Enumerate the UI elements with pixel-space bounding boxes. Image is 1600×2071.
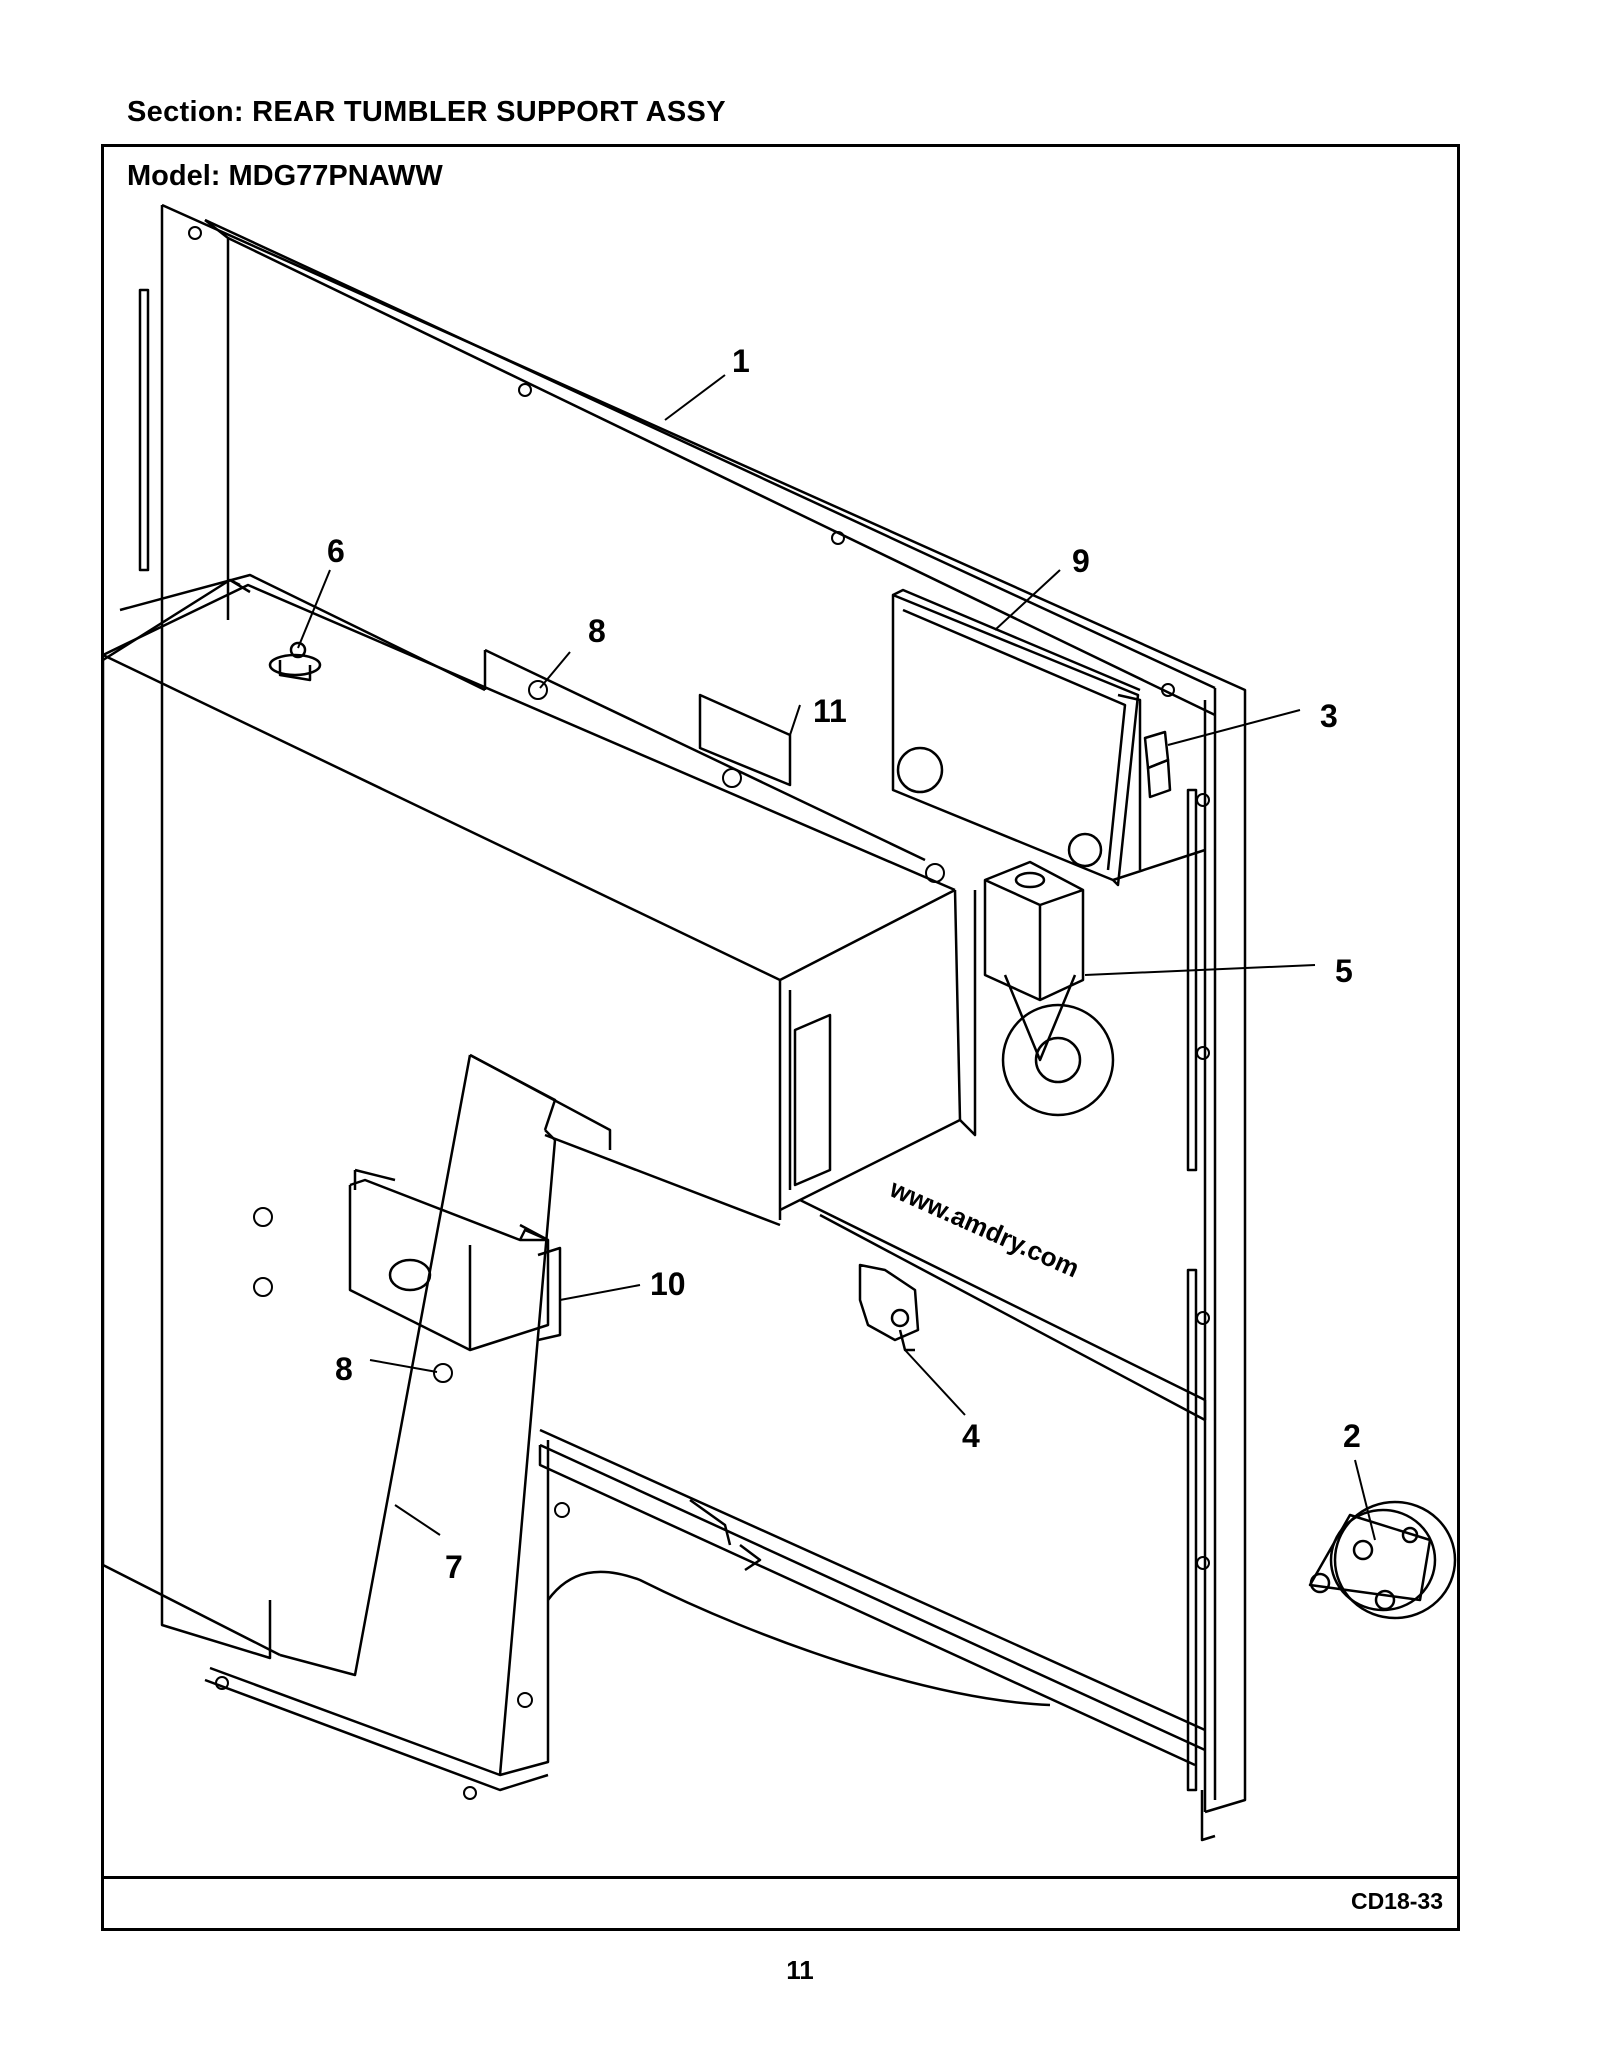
callout-8-lower: 8 <box>335 1351 353 1387</box>
bearing-housing <box>1308 1500 1457 1620</box>
rear-support-panel <box>138 203 1247 1842</box>
callout-2: 2 <box>1343 1418 1361 1454</box>
duct-panel <box>101 578 781 1792</box>
mounting-bracket <box>348 1168 562 1352</box>
frame-divider <box>101 1876 1460 1879</box>
leader-lines <box>297 374 1376 1541</box>
bottom-channel <box>538 1428 1206 1767</box>
fasteners <box>188 226 1210 1800</box>
callout-11: 11 <box>813 693 847 729</box>
junction-box <box>983 860 1115 1117</box>
thermostat-part <box>268 641 322 682</box>
callout-3: 3 <box>1320 698 1338 734</box>
small-plate <box>698 693 792 787</box>
callout-10: 10 <box>650 1266 686 1302</box>
callout-9: 9 <box>1072 543 1090 579</box>
callout-6: 6 <box>327 533 345 569</box>
callout-1: 1 <box>732 343 750 379</box>
sensor-bracket <box>858 1263 920 1352</box>
model-title: Model: MDG77PNAWW <box>127 160 443 192</box>
switch-part <box>1143 730 1172 799</box>
section-title: Section: REAR TUMBLER SUPPORT ASSY <box>127 96 726 128</box>
callout-8-upper: 8 <box>588 613 606 649</box>
heater-box <box>102 573 1207 1422</box>
control-plate <box>891 588 1206 887</box>
page-number: 11 <box>786 1955 814 1985</box>
callout-7: 7 <box>445 1549 463 1585</box>
drawing-code: CD18-33 <box>1350 1888 1443 1914</box>
callout-5: 5 <box>1335 953 1353 989</box>
callout-4: 4 <box>962 1418 980 1454</box>
